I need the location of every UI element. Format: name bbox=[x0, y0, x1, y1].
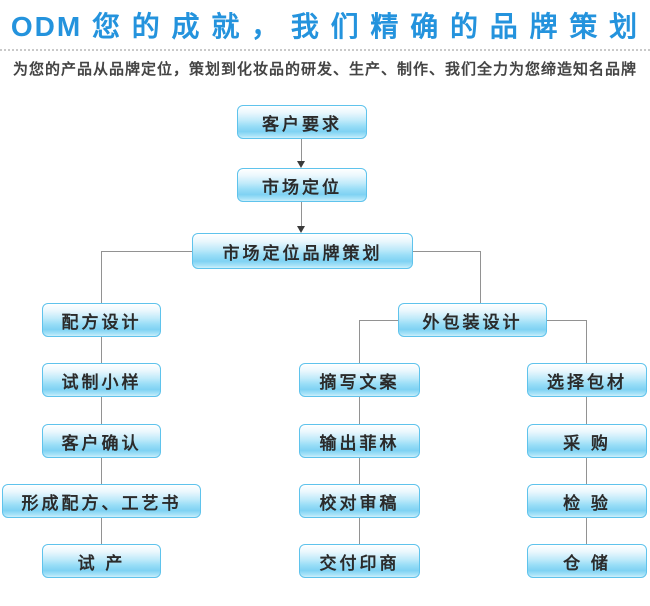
connector-planning-right-horizontal bbox=[413, 251, 480, 252]
node-deliver-to-printer: 交付印商 bbox=[299, 544, 420, 578]
node-market-positioning: 市场定位 bbox=[237, 168, 367, 202]
connector-film-to-proofreading bbox=[359, 458, 360, 484]
node-trial-production: 试 产 bbox=[42, 544, 161, 578]
arrow-down-icon bbox=[297, 226, 305, 233]
connector-packaging-left-horizontal bbox=[359, 320, 398, 321]
page-title: ODM 您 的 成 就 ， 我 们 精 确 的 品 牌 策 划 bbox=[10, 11, 640, 42]
page-subtitle: 为您的产品从品牌定位，策划到化妆品的研发、生产、制作、我们全力为您缔造知名品牌 bbox=[12, 61, 637, 78]
connector-customer-to-market bbox=[301, 139, 302, 163]
connector-inspection-to-warehousing bbox=[586, 518, 587, 544]
connector-copywriting-to-film bbox=[359, 397, 360, 424]
connector-planning-left-horizontal bbox=[101, 251, 192, 252]
node-proofreading-review: 校对审稿 bbox=[299, 484, 420, 518]
connector-planning-right-vertical bbox=[480, 251, 481, 303]
node-formula-process-book: 形成配方、工艺书 bbox=[2, 484, 201, 518]
connector-packaging-right-horizontal bbox=[547, 320, 586, 321]
arrow-down-icon bbox=[297, 161, 305, 168]
node-customer-confirmation: 客户确认 bbox=[42, 424, 161, 458]
node-output-film: 输出菲林 bbox=[299, 424, 420, 458]
connector-packaging-right-vertical bbox=[586, 320, 587, 363]
node-select-packaging-material: 选择包材 bbox=[527, 363, 647, 397]
node-trial-sample: 试制小样 bbox=[42, 363, 161, 397]
node-outer-packaging-design: 外包装设计 bbox=[398, 303, 547, 337]
connector-formula-to-sample bbox=[101, 337, 102, 363]
node-warehousing: 仓 储 bbox=[527, 544, 647, 578]
node-copywriting: 摘写文案 bbox=[299, 363, 420, 397]
connector-material-to-procurement bbox=[586, 397, 587, 424]
node-procurement: 采 购 bbox=[527, 424, 647, 458]
connector-packaging-left-vertical bbox=[359, 320, 360, 363]
connector-proofreading-to-printer bbox=[359, 518, 360, 544]
connector-sample-to-confirmation bbox=[101, 397, 102, 424]
connector-processbook-to-trialproduction bbox=[101, 518, 102, 544]
node-customer-requirements: 客户要求 bbox=[237, 105, 367, 139]
connector-confirmation-to-processbook bbox=[101, 458, 102, 484]
connector-planning-left-vertical bbox=[101, 251, 102, 303]
node-formula-design: 配方设计 bbox=[42, 303, 161, 337]
connector-market-to-planning bbox=[301, 202, 302, 227]
connector-procurement-to-inspection bbox=[586, 458, 587, 484]
dotted-divider bbox=[0, 49, 650, 51]
node-inspection: 检 验 bbox=[527, 484, 647, 518]
node-market-positioning-brand-planning: 市场定位品牌策划 bbox=[192, 233, 413, 269]
